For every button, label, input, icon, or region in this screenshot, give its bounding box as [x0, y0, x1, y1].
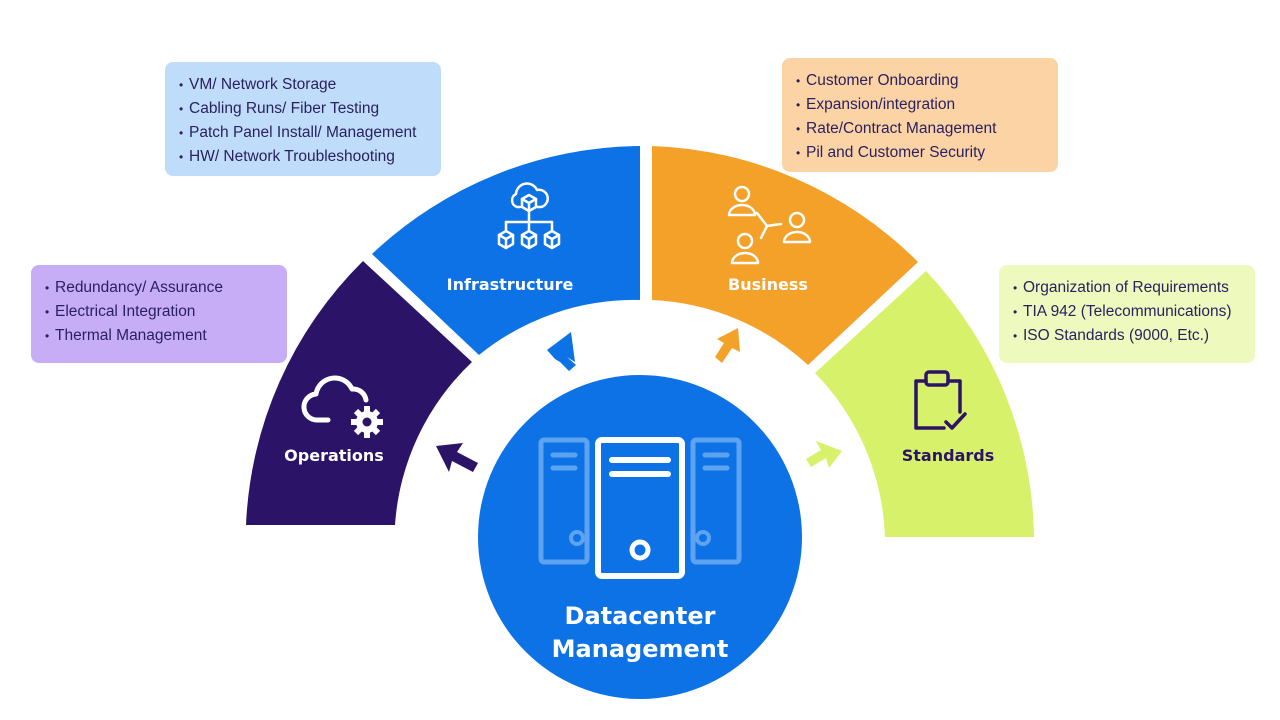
segment-business [652, 146, 918, 365]
segment-label-business: Business [728, 275, 808, 294]
arrow-infrastructure [547, 332, 576, 371]
segment-label-operations: Operations [284, 446, 384, 465]
clipboard-check-icon [914, 370, 967, 430]
standards-info-box: Organization of Requirements TIA 942 (Te… [999, 265, 1255, 363]
server-icon [538, 437, 742, 579]
center-title-line1: Datacenter [565, 602, 716, 630]
list-item: Rate/Contract Management [796, 117, 1044, 141]
list-item: Organization of Requirements [1013, 276, 1241, 300]
people-network-icon [727, 185, 812, 265]
arrow-standards [806, 441, 842, 468]
infrastructure-list: VM/ Network Storage Cabling Runs/ Fiber … [179, 73, 427, 169]
list-item: ISO Standards (9000, Etc.) [1013, 324, 1241, 348]
standards-list: Organization of Requirements TIA 942 (Te… [1013, 276, 1241, 348]
business-info-box: Customer Onboarding Expansion/integratio… [782, 58, 1058, 172]
cloud-network-icon [497, 182, 561, 250]
list-item: TIA 942 (Telecommunications) [1013, 300, 1241, 324]
cloud-gear-icon [301, 375, 383, 438]
arrow-operations [436, 443, 478, 472]
business-list: Customer Onboarding Expansion/integratio… [796, 69, 1044, 165]
center-title-line2: Management [552, 635, 729, 663]
list-item: Customer Onboarding [796, 69, 1044, 93]
infrastructure-info-box: VM/ Network Storage Cabling Runs/ Fiber … [165, 62, 441, 176]
list-item: Electrical Integration [45, 300, 273, 324]
segment-label-standards: Standards [902, 446, 994, 465]
list-item: HW/ Network Troubleshooting [179, 145, 427, 169]
list-item: Cabling Runs/ Fiber Testing [179, 97, 427, 121]
list-item: Expansion/integration [796, 93, 1044, 117]
list-item: Patch Panel Install/ Management [179, 121, 427, 145]
list-item: Redundancy/ Assurance [45, 276, 273, 300]
operations-list: Redundancy/ Assurance Electrical Integra… [45, 276, 273, 348]
segment-infrastructure [372, 146, 640, 355]
list-item: Thermal Management [45, 324, 273, 348]
segment-standards [815, 271, 1034, 537]
operations-info-box: Redundancy/ Assurance Electrical Integra… [31, 265, 287, 363]
list-item: Pil and Customer Security [796, 141, 1044, 165]
arrow-business [715, 328, 740, 363]
list-item: VM/ Network Storage [179, 73, 427, 97]
segment-label-infrastructure: Infrastructure [447, 275, 574, 294]
